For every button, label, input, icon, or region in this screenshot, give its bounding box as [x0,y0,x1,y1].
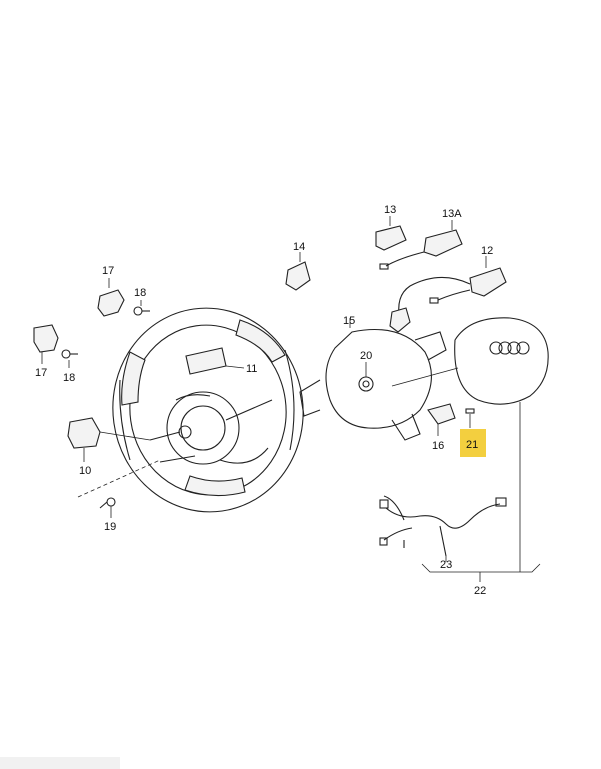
callout-23: 23 [440,559,452,571]
callout-13: 13 [384,204,396,216]
callout-18-upper: 18 [134,287,146,299]
bolt-part-20 [358,362,374,392]
cover-part-17-upper [97,289,125,317]
screw-part-19 [77,459,161,518]
paddle-part-13a [379,220,463,270]
callout-13a: 13A [442,208,462,220]
callout-16: 16 [432,440,444,452]
module-part-10 [67,417,151,462]
screw-part-18-upper [133,300,150,316]
callout-17-lower: 17 [35,367,47,379]
paddle-part-13 [375,216,407,251]
paddle-part-12 [389,256,507,333]
wiring-harness-part-23 [379,495,507,562]
cover-part-16 [427,403,456,436]
cover-part-17-lower [33,324,59,353]
group-bracket-22 [421,560,541,582]
callout-21: 21 [466,439,478,451]
callout-17-upper: 17 [102,265,114,277]
steering-wheel-hub [149,391,273,465]
bezel-part-15 [299,318,447,441]
callout-18-lower: 18 [63,372,75,384]
callout-19: 19 [104,521,116,533]
clip-part-21 [465,408,475,428]
airbag-module [454,317,549,560]
callout-22: 22 [474,585,486,597]
steering-wheel-rim [112,307,304,513]
callout-11: 11 [246,363,257,375]
callout-20: 20 [360,350,372,362]
callout-15: 15 [343,315,355,327]
callout-10: 10 [79,465,91,477]
callout-12: 12 [481,245,493,257]
switch-part-11 [185,347,245,375]
bottom-strip [0,757,120,769]
screw-part-18-lower [61,349,78,368]
trim-part-14 [285,261,311,291]
callout-14: 14 [293,241,305,253]
callout-21-highlight [460,429,486,457]
